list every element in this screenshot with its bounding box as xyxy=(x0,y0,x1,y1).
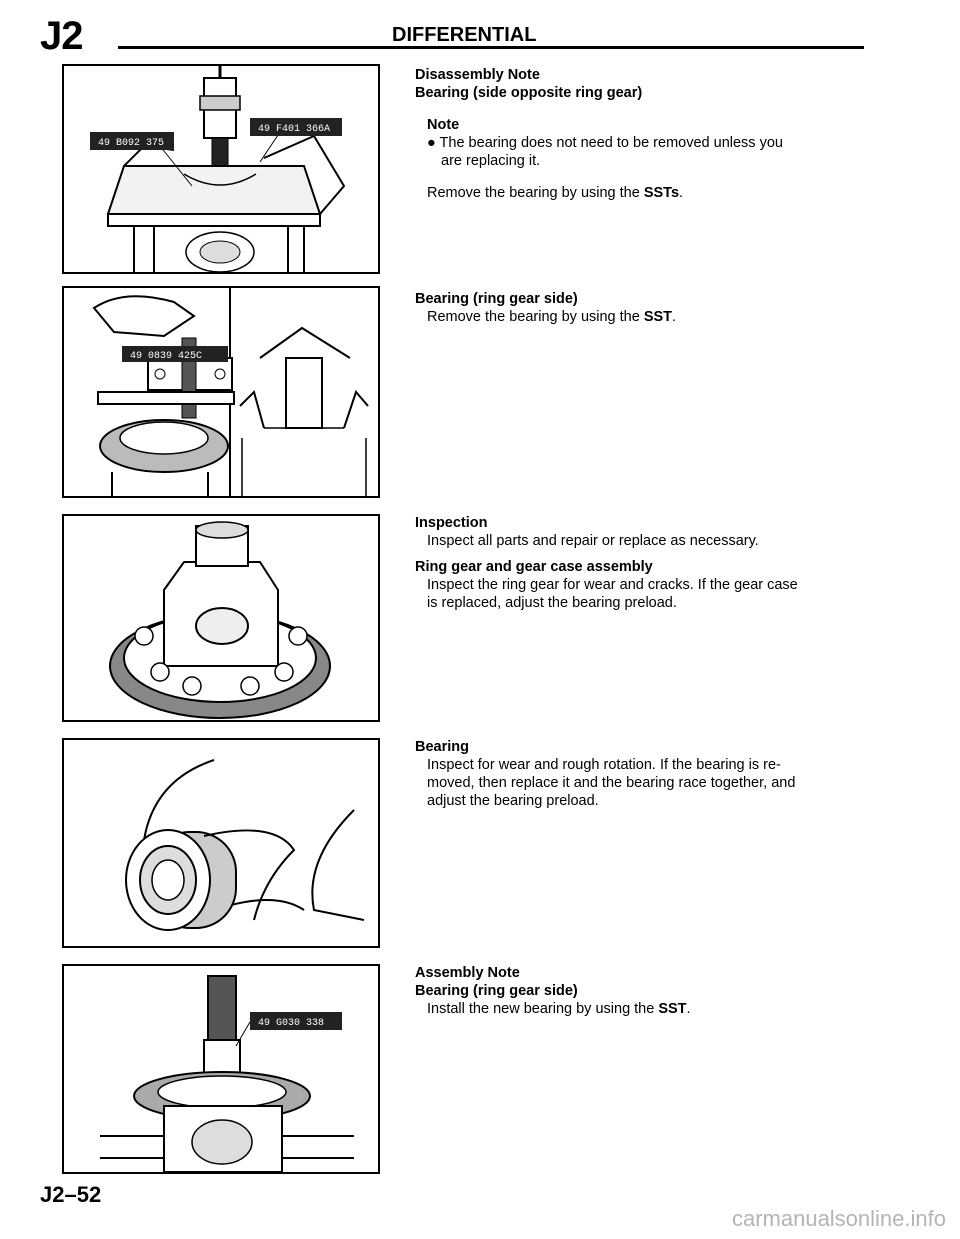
inspection-text: Inspect all parts and repair or replace … xyxy=(427,533,759,549)
figure-bearing-removal-ring-gear-side: 49 0839 425C xyxy=(62,286,380,498)
inspection-heading: Inspection xyxy=(415,515,488,531)
note-bullet: ● The bearing does not need to be remove… xyxy=(427,135,783,169)
bearing-text-2: moved, then replace it and the bearing r… xyxy=(427,775,796,791)
figure-bearing-inspection xyxy=(62,738,380,948)
assembly-note-block: Assembly Note Bearing (ring gear side) I… xyxy=(415,964,865,1018)
page-number: J2–52 xyxy=(40,1182,102,1207)
bearing-heading: Bearing xyxy=(415,739,469,755)
puller-illustration: 49 B092 375 49 F401 366A xyxy=(90,66,346,272)
sst-label: 49 G030 338 xyxy=(258,1018,324,1029)
header-rule xyxy=(118,46,864,49)
bearing-side-opposite-heading: Bearing (side opposite ring gear) xyxy=(415,85,643,101)
ring-gear-side-instruction: Remove the bearing by using the SST. xyxy=(427,309,677,325)
ring-gear-puller-illustration: 49 0839 425C xyxy=(92,288,369,496)
sst-label: 49 0839 425C xyxy=(130,351,202,362)
page-title: DIFFERENTIAL xyxy=(392,24,537,46)
section-code: J2 xyxy=(40,14,83,58)
bearing-text-3: adjust the bearing preload. xyxy=(427,793,599,809)
ring-gear-case-heading: Ring gear and gear case assembly xyxy=(415,559,653,575)
ring-gear-case-text-1: Inspect the ring gear for wear and crack… xyxy=(427,577,798,593)
sst-label-left: 49 B092 375 xyxy=(98,138,164,149)
ring-gear-side-removal-block: Bearing (ring gear side) Remove the bear… xyxy=(415,290,865,326)
bearing-text-1: Inspect for wear and rough rotation. If … xyxy=(427,757,781,773)
bearing-inspection-block: Bearing Inspect for wear and rough rotat… xyxy=(415,738,865,810)
removal-instruction: Remove the bearing by using the SSTs. xyxy=(427,185,684,201)
sst-label-right: 49 F401 366A xyxy=(258,124,330,135)
disassembly-note-heading: Disassembly Note xyxy=(415,67,540,83)
assembly-note-heading: Assembly Note xyxy=(415,965,520,981)
assembly-instruction: Install the new bearing by using the SST… xyxy=(427,1001,691,1017)
inspection-block: Inspection Inspect all parts and repair … xyxy=(415,514,865,612)
disassembly-note-block: Disassembly Note Bearing (side opposite … xyxy=(415,66,865,202)
figure-bearing-removal-opposite-side: 49 B092 375 49 F401 366A xyxy=(62,64,380,274)
watermark: carmanualsonline.info xyxy=(731,1206,946,1231)
bearing-hand-illustration xyxy=(125,759,365,931)
installer-illustration: 49 G030 338 xyxy=(100,975,354,1172)
ring-gear-side-heading: Bearing (ring gear side) xyxy=(415,291,578,307)
ring-gear-case-text-2: is replaced, adjust the bearing preload. xyxy=(427,595,677,611)
assembly-bearing-heading: Bearing (ring gear side) xyxy=(415,983,578,999)
gear-case-illustration xyxy=(109,521,331,719)
note-label: Note xyxy=(427,117,460,133)
figure-bearing-installation: 49 G030 338 xyxy=(62,964,380,1174)
figure-ring-gear-case xyxy=(62,514,380,722)
bullet-icon: ● xyxy=(427,135,436,151)
